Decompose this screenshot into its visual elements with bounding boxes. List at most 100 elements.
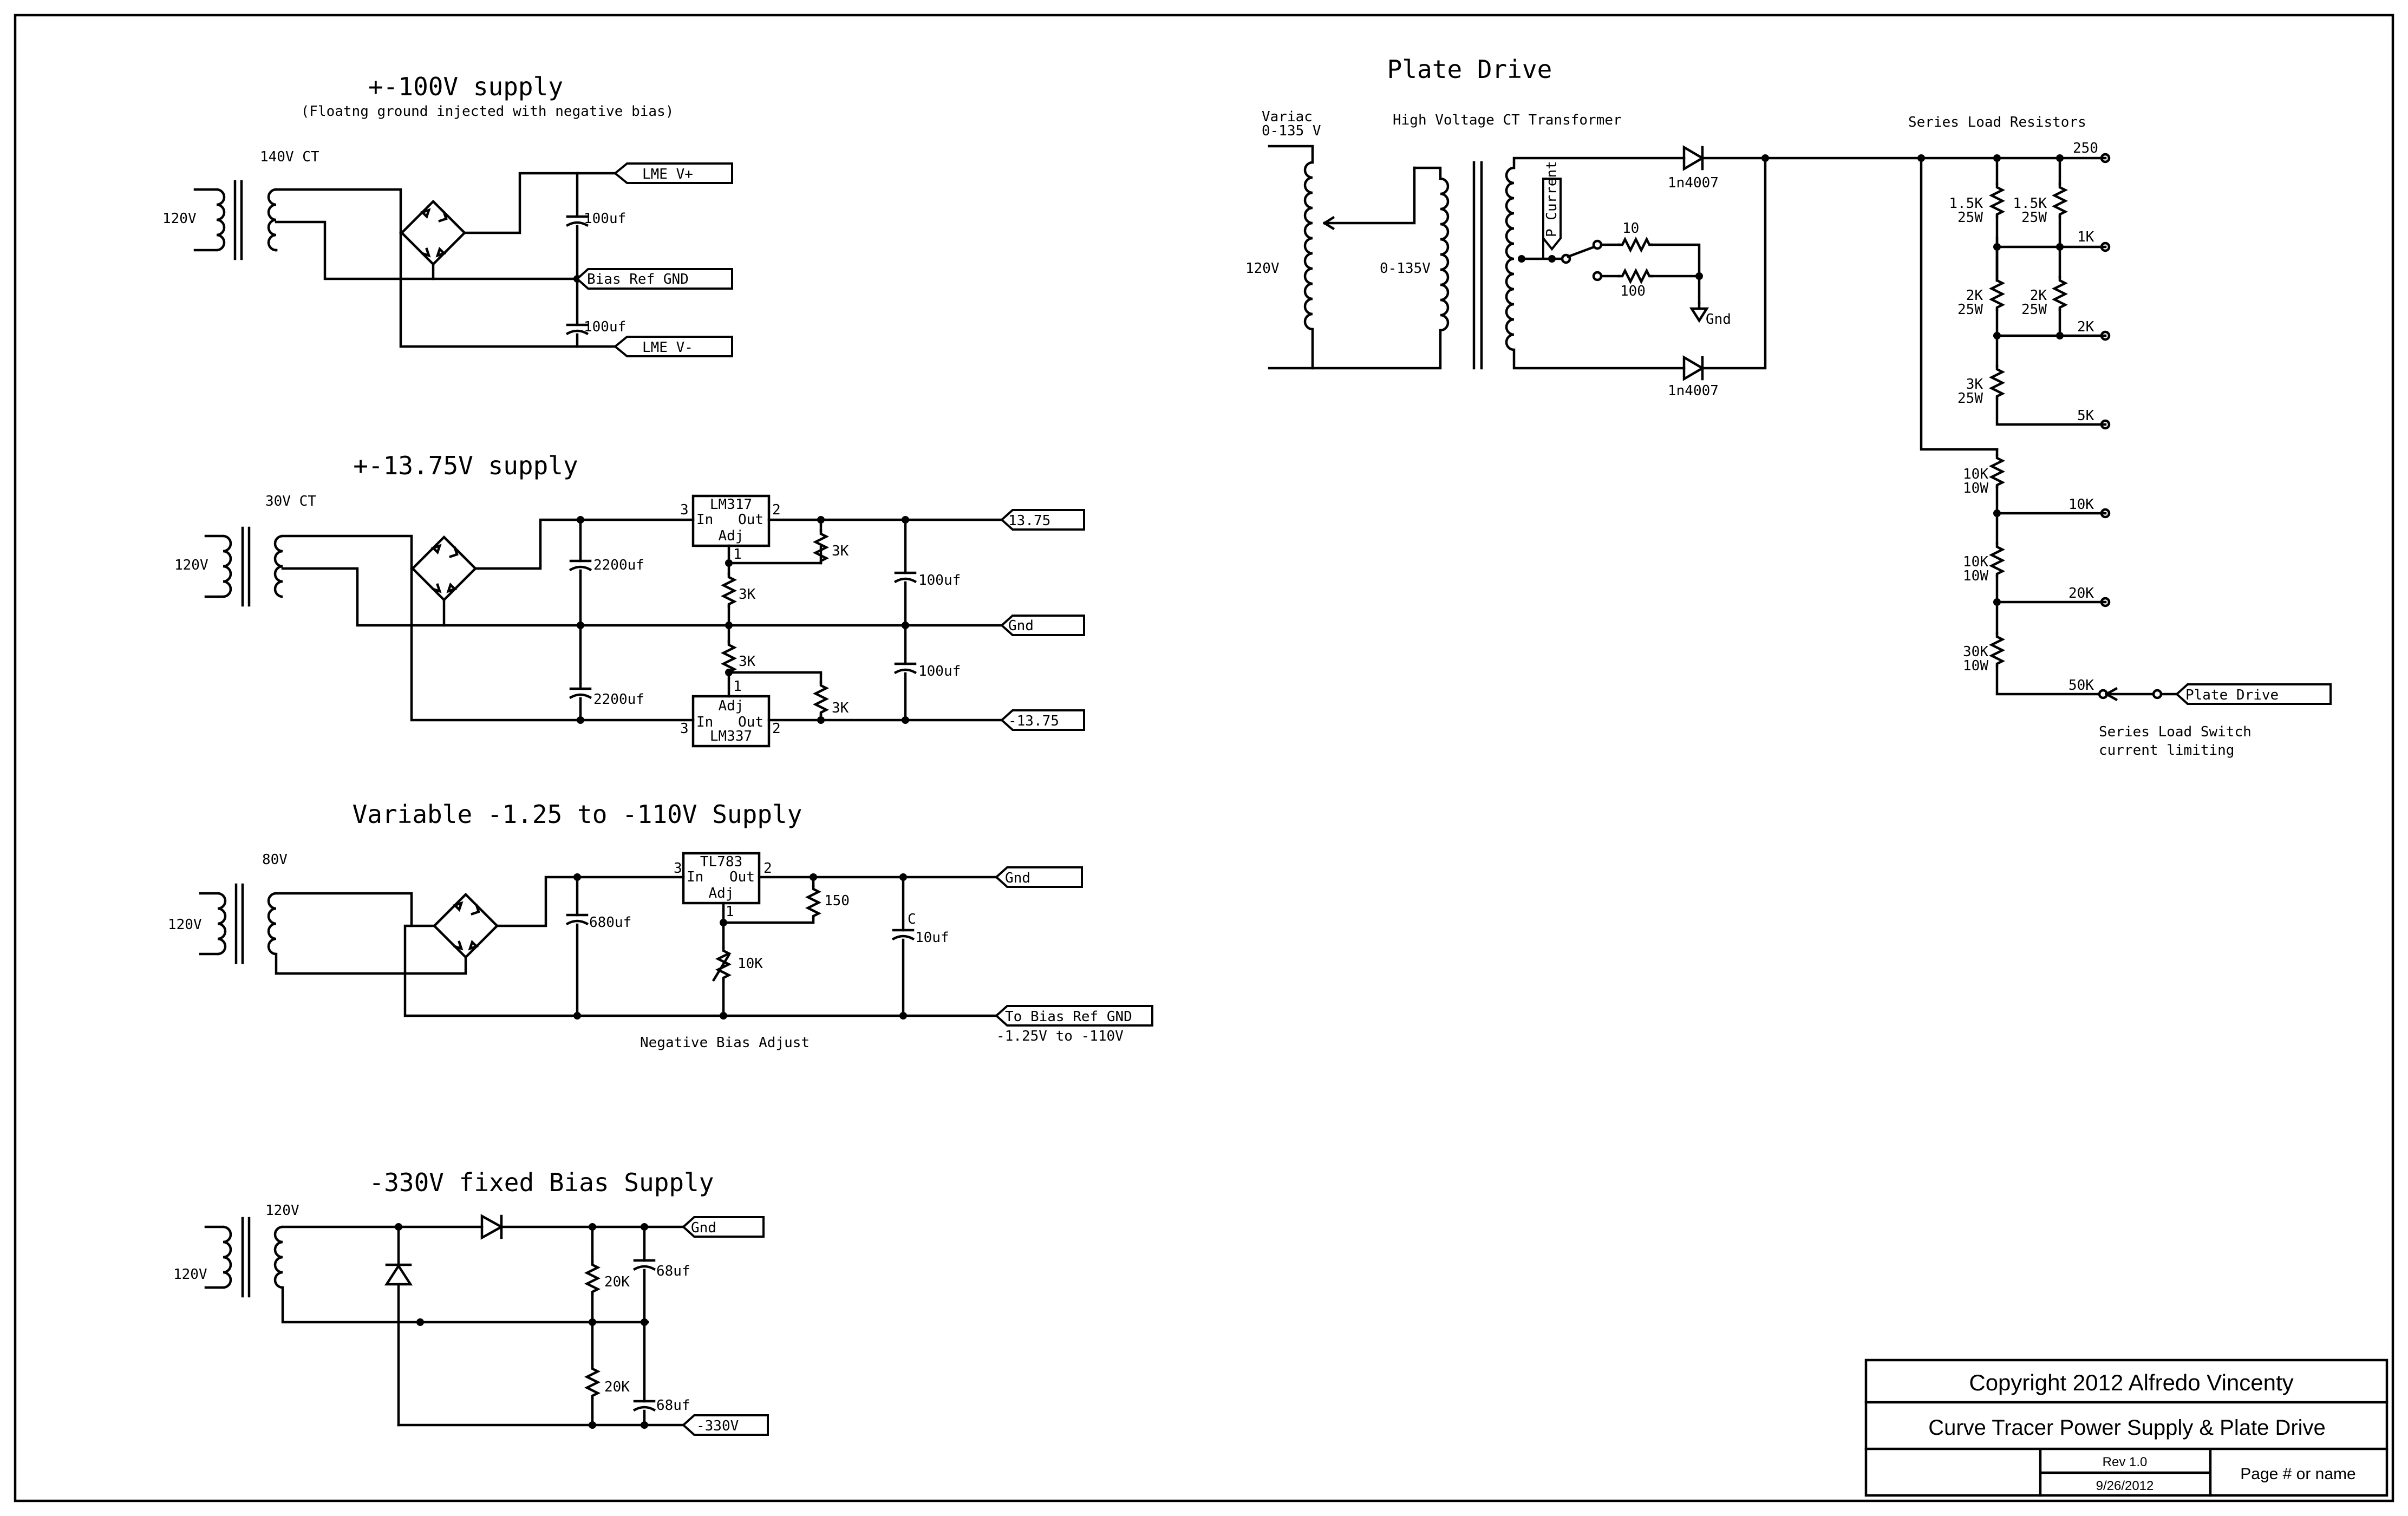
cap-680uf-label: 680uf [589, 914, 631, 931]
cap-100uf-out-top [896, 573, 915, 581]
title-block: Copyright 2012 Alfredo Vincenty Curve Tr… [1864, 1358, 2389, 1497]
cap-2200-bottom-label: 2200uf [593, 691, 644, 708]
resistor-2k-a [1992, 277, 2002, 310]
net-minus-330v-label: -330V [696, 1418, 739, 1434]
r10b-watt: 10W [1963, 568, 1988, 584]
net-flag-lme-vplus [613, 162, 733, 184]
net-to-bias-ref-gnd-label: To Bias Ref GND [1005, 1009, 1132, 1025]
cap-100uf-out-bottom [896, 664, 915, 672]
net-gnd-1375-label: Gnd [1008, 618, 1034, 634]
cap-10uf-label: 10uf [915, 930, 949, 946]
tap-50k-label: 50K [2068, 677, 2094, 694]
lm337-pin-out: Out [738, 714, 763, 730]
plate-drive-title: Plate Drive [1387, 55, 1552, 84]
copyright-text: Copyright 2012 Alfredo Vincenty [1969, 1370, 2293, 1395]
series-load-title: Series Load Resistors [1908, 114, 2086, 130]
net-flag-bias-ref-gnd [576, 268, 733, 290]
diode-1n4007-top [1682, 145, 1705, 171]
resistor-3k-25w [1992, 366, 2002, 398]
supply-100v-title: +-100V supply [368, 72, 563, 101]
r-bot-out-label: 3K [832, 700, 849, 716]
tap-5k-label: 5K [2077, 408, 2094, 424]
supply-1375-title: +-13.75V supply [353, 451, 578, 480]
transformer-variable [199, 883, 276, 964]
net-flag-gnd-1375 [1000, 615, 1085, 636]
lm337-pin1: 1 [733, 678, 742, 695]
lm317-pin2: 2 [772, 502, 781, 518]
r-150-label: 150 [824, 893, 850, 909]
supply-1375-primary-label: 120V [174, 557, 208, 573]
resistor-10ohm [1619, 239, 1652, 250]
tap-10k-terminal[interactable] [2100, 508, 2111, 519]
series-load-selector[interactable] [2104, 687, 2155, 702]
resistor-3k-top-adj [723, 574, 734, 606]
hv-transformer-label: High Voltage CT Transformer [1393, 112, 1622, 128]
cap-100v-top-label: 100uf [584, 211, 626, 227]
cap-out-bottom-label: 100uf [918, 663, 961, 679]
net-flag-minus-330v [682, 1414, 769, 1436]
r-bot-adj-label: 3K [739, 654, 756, 670]
cap-100v-bottom-label: 100uf [584, 319, 626, 335]
tl783-name: TL783 [700, 854, 742, 870]
tl783-pin-out: Out [729, 869, 755, 885]
supply-variable-section: Variable -1.25 to -110V Supply 120V 80V … [168, 800, 1153, 1051]
net-lme-vplus-label: LME V+ [642, 166, 693, 182]
net-flag-lme-vminus [613, 336, 733, 357]
tap-250-label: 250 [2073, 140, 2098, 156]
gnd-label: Gnd [1706, 311, 1731, 328]
resistor-3k-bottom-out [815, 682, 826, 715]
bridge-rectifier-variable [434, 894, 497, 957]
net-13.75-label: 13.75 [1008, 513, 1050, 529]
r10a-watt: 10W [1963, 480, 1988, 496]
tap-5k-terminal[interactable] [2100, 419, 2111, 430]
tap-20k-terminal[interactable] [2100, 597, 2111, 607]
resistor-20k-bottom [587, 1365, 598, 1398]
lm317-name: LM317 [710, 496, 752, 513]
r-top-out-label: 3K [832, 543, 849, 559]
tap-2k-terminal[interactable] [2100, 330, 2111, 341]
lm337-pin2: 2 [772, 721, 781, 737]
r2a-label: 2K [1966, 287, 1983, 304]
net-flag-13.75 [1000, 509, 1085, 531]
negative-bias-adjust-note: Negative Bias Adjust [640, 1035, 810, 1051]
net-lme-vminus-label: LME V- [642, 339, 693, 356]
supply-1375-section: +-13.75V supply 120V 30V CT 2200uf 2200u… [174, 451, 1085, 748]
cap-680uf [567, 915, 587, 924]
transformer-1375 [204, 526, 283, 607]
variac [1268, 145, 1442, 370]
tap-1k-terminal[interactable] [2100, 241, 2111, 252]
c1-label: 68uf [656, 1263, 690, 1279]
supply-330-primary-label: 120V [173, 1266, 207, 1283]
variac-range-label: 0-135 V [1262, 123, 1321, 139]
drawing-border [14, 14, 2394, 1502]
resistor-100ohm [1619, 271, 1652, 282]
diode-bottom-label: 1n4007 [1668, 383, 1719, 399]
p-current-test-point [1542, 178, 1562, 259]
net-gnd-var-label: Gnd [1005, 870, 1030, 886]
bridge-rectifier-1375 [413, 537, 475, 600]
lm317-pin3: 3 [680, 502, 689, 518]
r15a-label: 1.5K [1949, 195, 1983, 212]
variac-label: Variac [1262, 109, 1313, 125]
date-text: 9/26/2012 [2096, 1479, 2154, 1493]
supply-100v-section: +-100V supply (Floatng ground injected w… [162, 72, 733, 357]
bridge-rectifier-100v [402, 201, 465, 264]
switch-note-line1: Series Load Switch [2099, 724, 2252, 740]
r15b-watt: 25W [2021, 210, 2047, 226]
cap-c-label: C [908, 911, 916, 927]
lm317-pin-out: Out [738, 512, 763, 528]
tap-250-terminal[interactable] [2100, 153, 2111, 164]
supply-var-secondary-label: 80V [262, 852, 288, 868]
r15b-label: 1.5K [2013, 195, 2047, 212]
tap-10k-label: 10K [2068, 496, 2094, 513]
ground-symbol [1689, 307, 1709, 323]
r2a-watt: 25W [1957, 302, 1983, 318]
lm317-pin-adj: Adj [719, 528, 744, 544]
resistor-1.5k-b [2054, 184, 2065, 217]
supply-var-primary-label: 120V [168, 917, 202, 933]
lm337-pin3: 3 [680, 721, 689, 737]
net-flag-gnd-var [995, 866, 1083, 888]
diode-1n4007-bottom [1682, 355, 1705, 381]
tl783-pin-in: In [687, 869, 703, 885]
cap-2200-top-label: 2200uf [593, 557, 644, 573]
